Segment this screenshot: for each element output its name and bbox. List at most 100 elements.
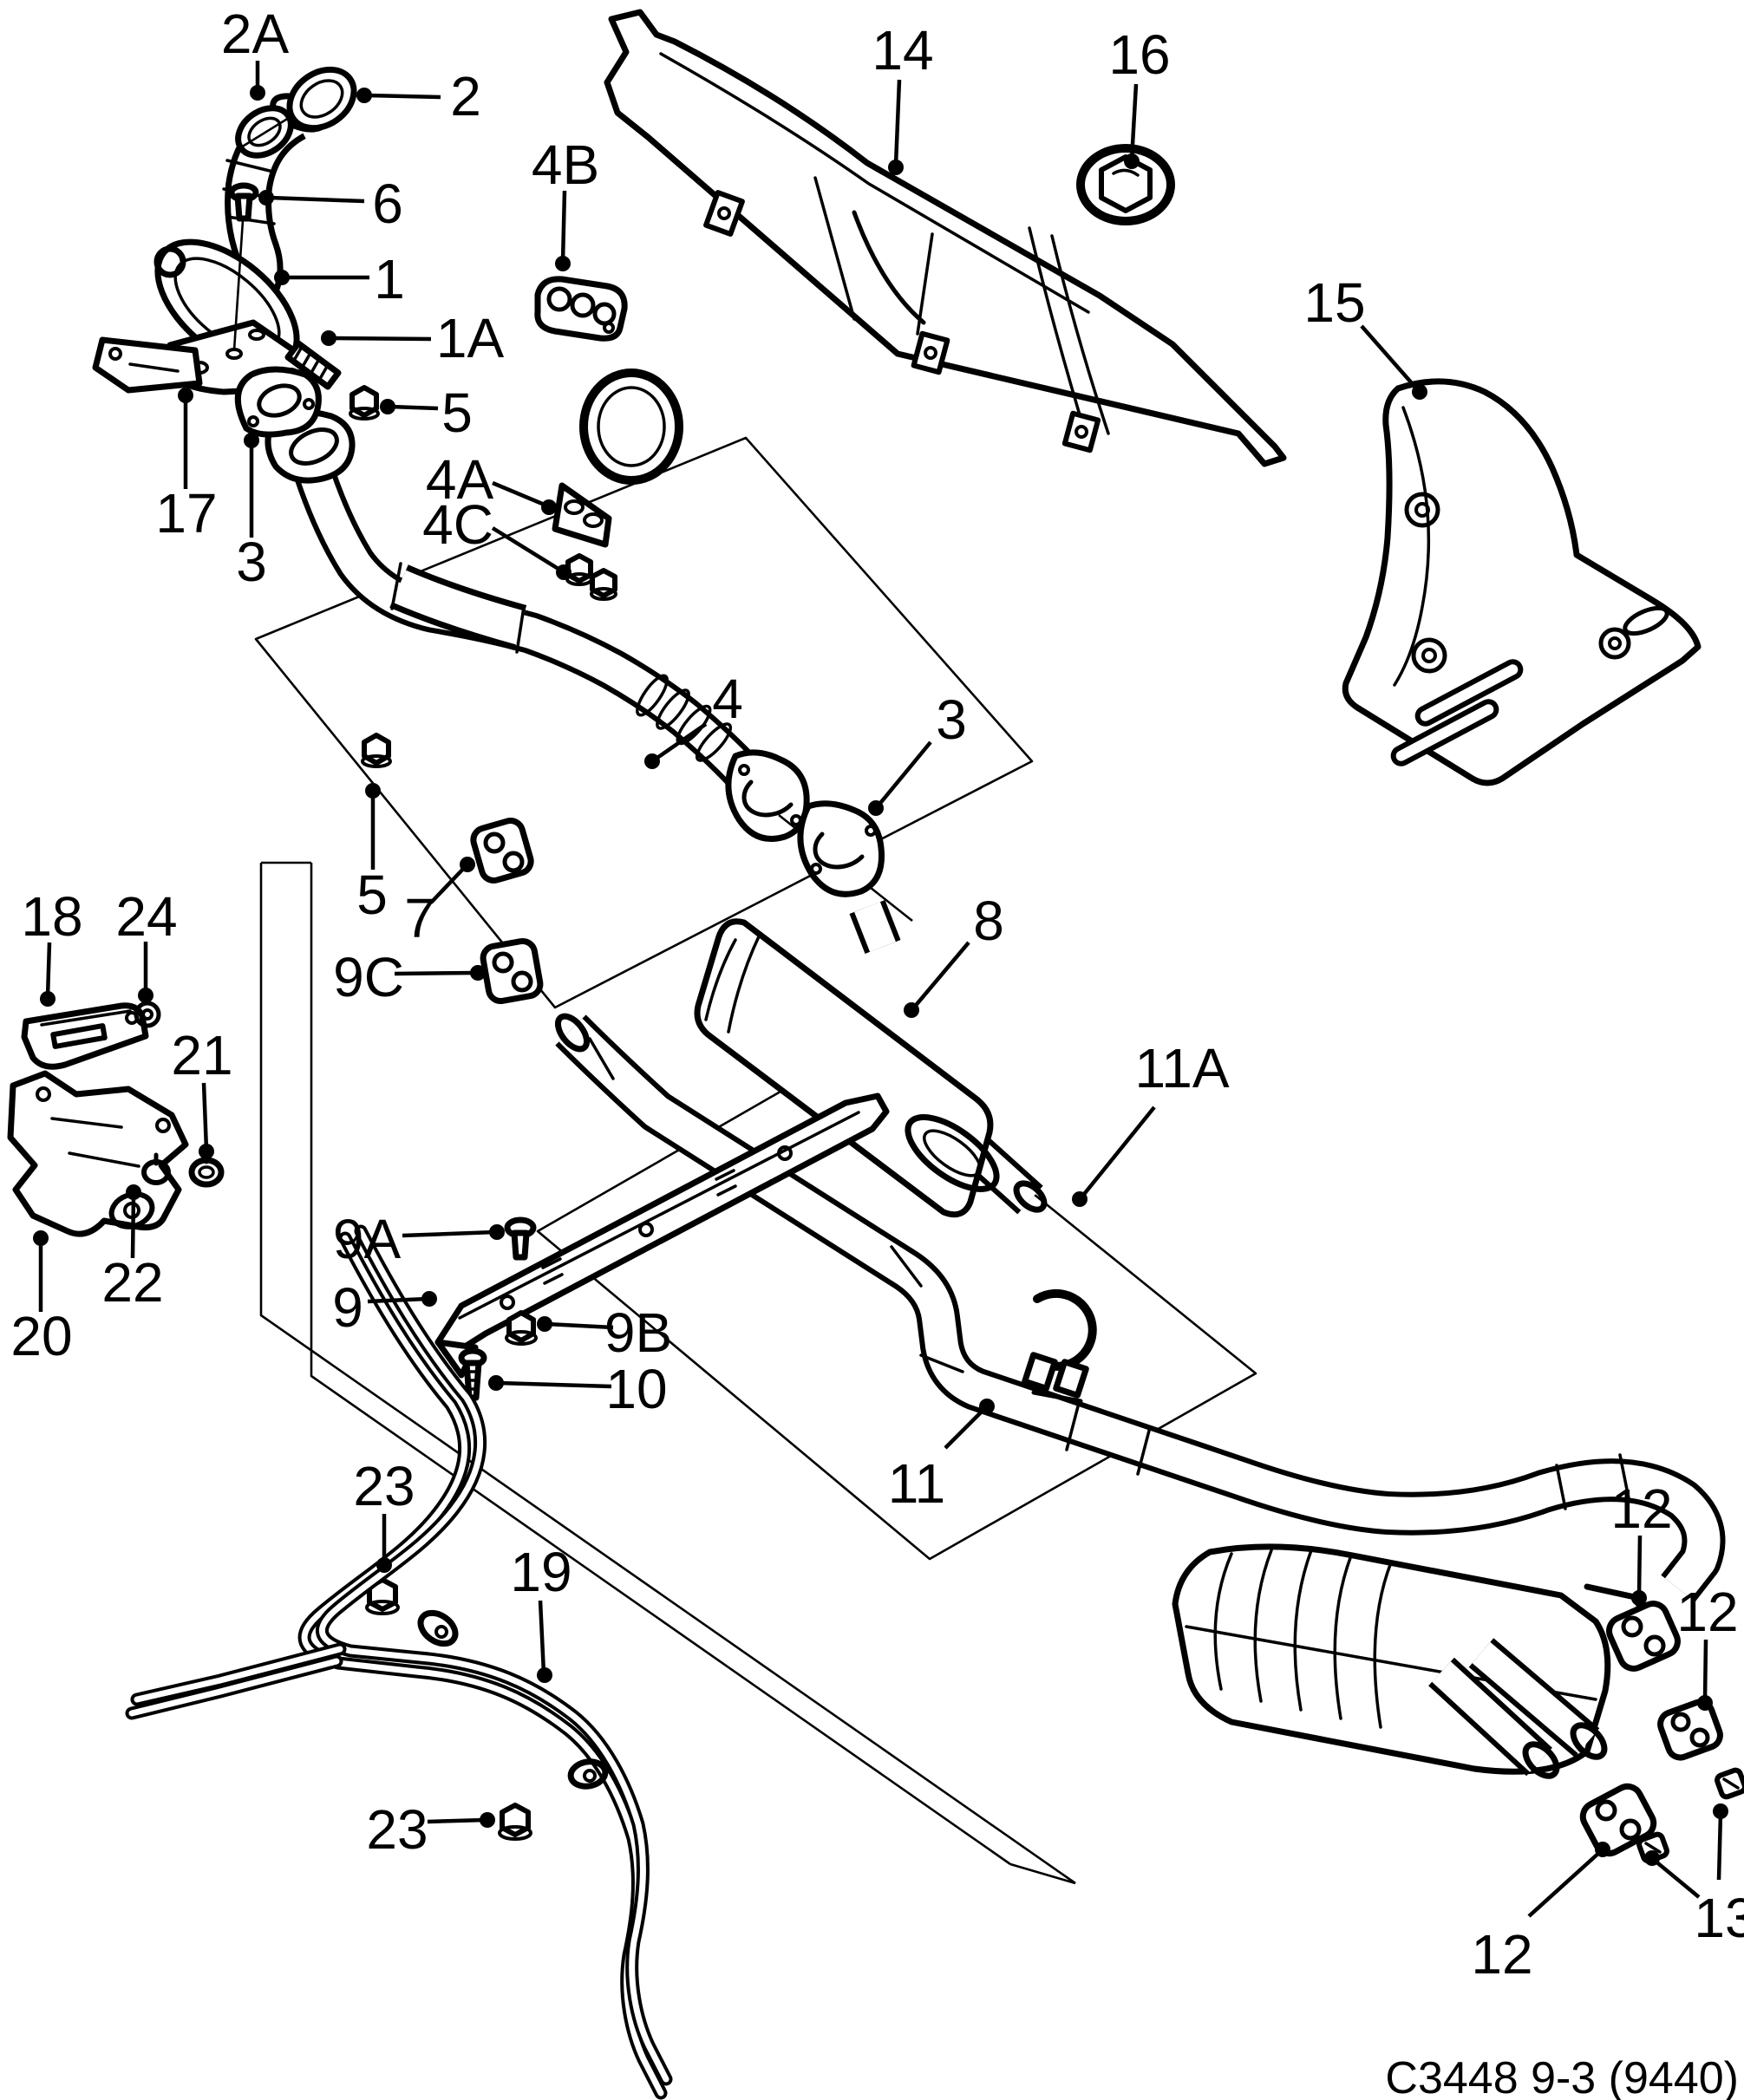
- callout-4: 4: [712, 668, 743, 730]
- callout-11A: 11A: [1134, 1037, 1229, 1099]
- pipe19-tab-2: [567, 1758, 609, 1790]
- muffler-rib-2: [1253, 1549, 1273, 1703]
- part-bracket-17: [92, 336, 203, 394]
- muffler-outlet-tip: [1013, 1180, 1048, 1213]
- callout-23b: 23: [366, 1798, 428, 1861]
- shield15-contour: [1393, 406, 1431, 687]
- part-pipes-19: [125, 1224, 673, 2100]
- callout-12a: 12: [1610, 1477, 1672, 1540]
- part-hanger-12b: [1657, 1699, 1723, 1761]
- callout-24: 24: [115, 885, 177, 948]
- muffler-rib-3: [1293, 1549, 1313, 1712]
- callout-23a: 23: [353, 1455, 415, 1517]
- sleeve-end-2: [515, 605, 526, 654]
- part-heat-shield-14: [604, 9, 1287, 467]
- muffler-rib-1: [1213, 1552, 1233, 1691]
- part-stud-1A: [284, 340, 342, 390]
- shield14-crease-2: [916, 232, 934, 336]
- pipe-sleeve-b: [1136, 1429, 1151, 1476]
- callout-7: 7: [404, 887, 435, 949]
- flex-rib-4: [695, 722, 733, 762]
- callout-12b: 12: [1676, 1581, 1738, 1643]
- pipe-sleeve-a: [1065, 1405, 1080, 1451]
- part-gasket-2: [236, 66, 357, 152]
- part-nut-5b: [361, 733, 392, 768]
- panel-band-line-1: [259, 863, 1076, 1885]
- part-screw-10: [458, 1347, 487, 1401]
- part-center-muffler-8: [694, 899, 1048, 1218]
- cat-sensor-boss: [153, 245, 186, 278]
- leader-lines: [33, 61, 1728, 1918]
- callout-2: 2: [450, 65, 481, 127]
- callout-10: 10: [605, 1358, 667, 1420]
- part-nut-16: [1076, 144, 1175, 225]
- shield14-strap-2: [1050, 234, 1110, 435]
- callout-22: 22: [101, 1251, 163, 1314]
- pipe-rib-3: [225, 215, 276, 225]
- shield14-bottom-inner: [896, 352, 1233, 434]
- part-nut-9B: [505, 1310, 538, 1346]
- part-heat-shield-15: [1342, 378, 1702, 786]
- rear-flange-opening: [741, 779, 794, 818]
- panel-lower: [536, 1047, 1257, 1561]
- part-nut-23b: [498, 1803, 532, 1841]
- part-hanger-9C: [480, 937, 544, 1005]
- tailpipe-tip-1: [1522, 1741, 1560, 1779]
- muffler-end-ring-2: [923, 1129, 982, 1177]
- pipe-collar-2: [890, 1245, 923, 1288]
- part-bracket-20: [7, 1070, 189, 1237]
- part-clamp-21: [188, 1151, 225, 1188]
- part-hanger-7: [470, 818, 534, 884]
- callout-18: 18: [21, 885, 82, 948]
- muffler-front-cap: [704, 938, 737, 1021]
- part-clip-22: [141, 1152, 171, 1185]
- tailpipe-tip-2: [1570, 1722, 1608, 1760]
- callout-19: 19: [510, 1541, 572, 1603]
- figure-caption: C3448 9-3 (9440): [1385, 2053, 1739, 2100]
- muffler-end-ring-1: [905, 1114, 1000, 1192]
- part-bracket-9: [434, 1092, 890, 1379]
- part-bracket-18: [21, 1002, 149, 1070]
- panel-band-line-2: [310, 863, 1011, 1866]
- callout-13: 13: [1694, 1887, 1744, 1949]
- part-bracket-4B: [534, 276, 628, 342]
- part-clip-24: [134, 1001, 161, 1028]
- pipe-open-end: [554, 1013, 591, 1053]
- shield14-strap-1: [1028, 226, 1088, 440]
- callout-labels: 2A 2 6 1 1A 5 17 3 4B 4A 4C 4 14 16 15 3…: [10, 3, 1744, 1986]
- callout-8: 8: [973, 890, 1004, 952]
- callout-12c: 12: [1471, 1923, 1532, 1986]
- callout-3a: 3: [236, 531, 267, 593]
- callout-21: 21: [171, 1024, 232, 1086]
- part-clamp-4A: [552, 368, 683, 548]
- callout-11: 11: [888, 1452, 945, 1515]
- callout-17: 17: [155, 482, 217, 545]
- shield14-crease-1: [813, 176, 856, 321]
- part-rear-muffler-11: [1172, 1543, 1651, 1779]
- callout-15: 15: [1303, 271, 1365, 334]
- muffler-rib-5: [1373, 1561, 1393, 1729]
- muffler-rib-4: [1333, 1554, 1353, 1720]
- part-rear-pipe-11: [554, 1013, 1726, 1602]
- nut16-slot: [1112, 168, 1140, 177]
- callout-4A: 4A: [426, 448, 494, 511]
- pipe-rib-1: [225, 159, 275, 173]
- shield14-inner-edge: [659, 52, 1090, 314]
- part-gasket-3a: [234, 366, 322, 438]
- bracket9-slot-1: [541, 1257, 564, 1285]
- pipe-collar-1: [588, 1037, 615, 1080]
- callout-9C: 9C: [333, 946, 404, 1008]
- part-nuts-4C: [565, 553, 617, 601]
- part-front-pipe-4: [265, 408, 810, 842]
- callout-1A: 1A: [436, 307, 505, 369]
- shield14-notch: [852, 210, 926, 325]
- part-gasket-3-mid: [778, 800, 913, 923]
- part-hanger-12a: [1606, 1601, 1681, 1672]
- callout-9B: 9B: [604, 1301, 672, 1364]
- callout-5a: 5: [441, 382, 473, 444]
- callout-5b: 5: [356, 864, 388, 926]
- pipe-sleeve-d: [1618, 1453, 1630, 1500]
- flex-rib-1: [636, 674, 669, 717]
- callout-4C: 4C: [422, 493, 493, 556]
